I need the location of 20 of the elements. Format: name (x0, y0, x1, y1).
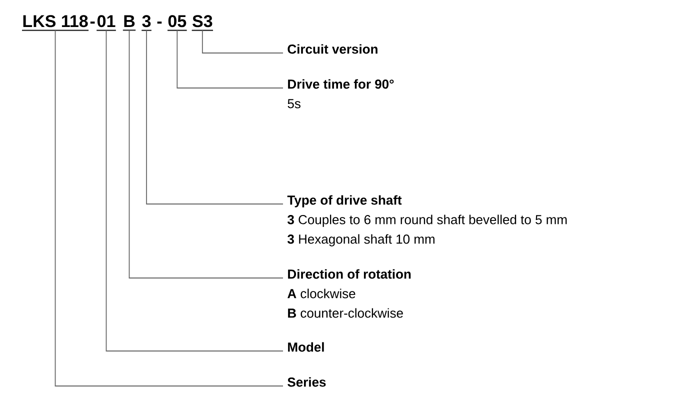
leader-line (176, 30, 284, 88)
code-segment: LKS 118 (22, 15, 89, 31)
leader-line (128, 30, 284, 278)
description-text: Series (288, 377, 326, 387)
separator: - (90, 22, 95, 24)
description-text: Drive time for 90° 5s (288, 79, 394, 108)
leader-line (202, 30, 284, 54)
description-text: Model (288, 342, 324, 352)
description-text: Direction of rotation A clockwise B counter-clockwise (288, 269, 411, 318)
description-text: Type of drive shaft 3 Couples to 6 mm round shaft bevelled to 5 mm 3 Hexagonal shaft 10 mm (287, 195, 567, 246)
description-text: Circuit version (288, 44, 378, 54)
code-segment: 01 (96, 15, 116, 31)
code-segment: 3 (142, 15, 152, 31)
code-segment: B (122, 15, 136, 31)
leader-line (146, 30, 284, 204)
code-segment: 05 (168, 15, 187, 31)
leader-line (54, 30, 284, 386)
code-segment: S3 (192, 15, 214, 31)
leader-line (106, 30, 284, 352)
separator: - (157, 22, 162, 24)
